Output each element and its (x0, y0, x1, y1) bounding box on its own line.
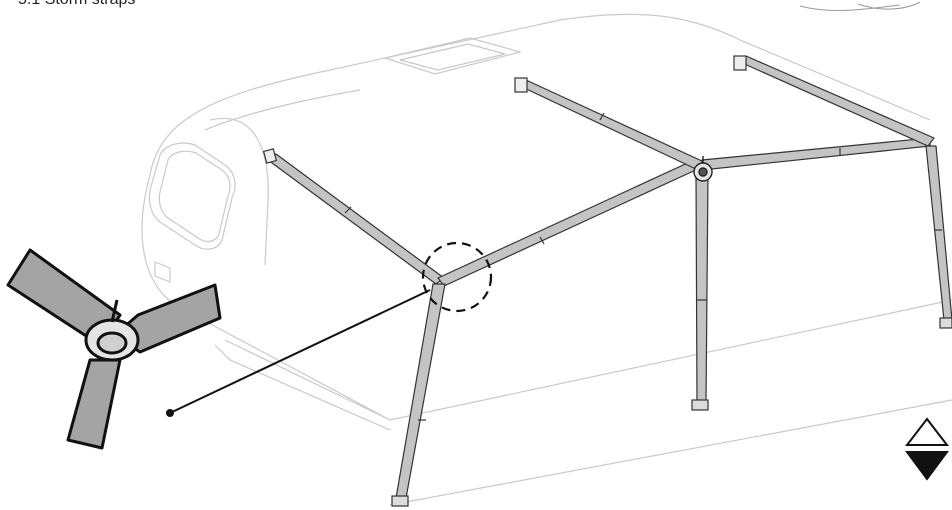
frame-poles (267, 55, 952, 499)
caravan-outline (141, 13, 952, 506)
previous-page-icon[interactable] (904, 417, 950, 446)
center-connector (693, 156, 713, 182)
next-page-icon[interactable] (905, 451, 949, 481)
foot-plates (391, 317, 952, 507)
pole-joints (344, 112, 942, 421)
rail-clips (262, 55, 747, 164)
partial-detail-sketch (799, 1, 921, 12)
leader-dot (166, 409, 174, 417)
detail-highlight-circle (421, 241, 493, 313)
detail-leader-line (169, 289, 431, 414)
connector-detail (6, 248, 222, 450)
section-title: 5.1 Storm straps (18, 0, 135, 9)
